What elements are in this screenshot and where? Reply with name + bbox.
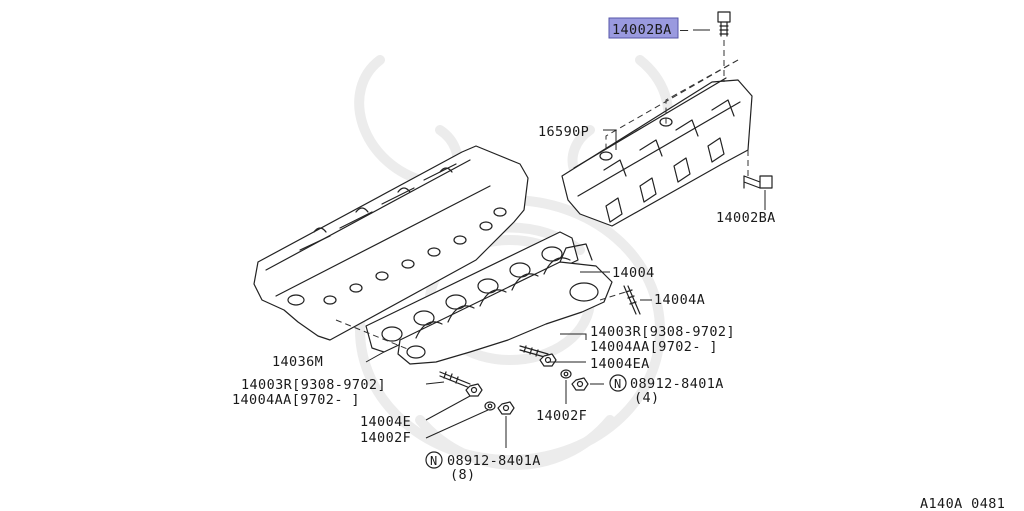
n-circle-icon [609, 374, 627, 392]
callout-washer-left[interactable]: 14002F [360, 430, 411, 446]
callout-nut-n-left-qty: (8) [450, 467, 476, 483]
callout-bolt-side[interactable]: 14002BA [716, 210, 776, 226]
n-symbol: N [430, 454, 438, 468]
callout-nut-n-right[interactable]: N 08912-8401A [609, 374, 724, 392]
nut-n-right [571, 377, 589, 391]
washer-right [560, 369, 572, 379]
exhaust-manifold [397, 243, 613, 365]
n-circle-icon [425, 451, 443, 469]
callout-highlight[interactable]: 14002BA [608, 17, 679, 39]
callout-washer-right[interactable]: 14002F [536, 408, 587, 424]
washer-left [484, 401, 496, 411]
callout-nut-n-right-number[interactable]: 08912-8401A [630, 376, 724, 392]
callout-nut-right[interactable]: 14004EA [590, 356, 650, 372]
callout-stud-right-b[interactable]: 14004AA[9702- ] [590, 339, 718, 355]
callout-exhaust-manifold[interactable]: 14004 [612, 265, 655, 281]
highlight-box [608, 17, 679, 39]
nut-n-left [497, 401, 515, 415]
stud-right [519, 345, 549, 359]
leader-lines [365, 29, 766, 448]
stud-left [439, 371, 471, 389]
cylinder-head [253, 145, 529, 341]
callout-stud-left-b[interactable]: 14004AA[9702- ] [232, 392, 360, 408]
nut-right [539, 353, 557, 367]
bolt-top [717, 11, 731, 37]
heat-shield [561, 77, 753, 227]
callout-bolt-top-dash: — [680, 22, 689, 38]
callout-stud-right-a[interactable]: 14003R[9308-9702] [590, 324, 735, 340]
callout-gasket[interactable]: 14036M [272, 354, 323, 370]
bolt-side [743, 175, 773, 189]
callout-nut-n-left-number[interactable]: 08912-8401A [447, 453, 541, 469]
diagram-code: A140A 0481 [920, 496, 1005, 511]
callout-stud-left-a[interactable]: 14003R[9308-9702] [241, 377, 386, 393]
callout-nut-left[interactable]: 14004E [360, 414, 411, 430]
callout-nut-n-right-qty: (4) [634, 390, 660, 406]
assembly-lines [335, 40, 749, 351]
nut-left [465, 383, 483, 397]
callout-heat-shield[interactable]: 16590P [538, 124, 589, 140]
exhaust-gasket [365, 231, 579, 353]
callout-stud-upper[interactable]: 14004A [654, 292, 705, 308]
callout-highlighted-part[interactable]: 14002BA [612, 22, 672, 38]
n-symbol: N [614, 377, 622, 391]
callout-nut-n-left[interactable]: N 08912-8401A [425, 451, 541, 469]
